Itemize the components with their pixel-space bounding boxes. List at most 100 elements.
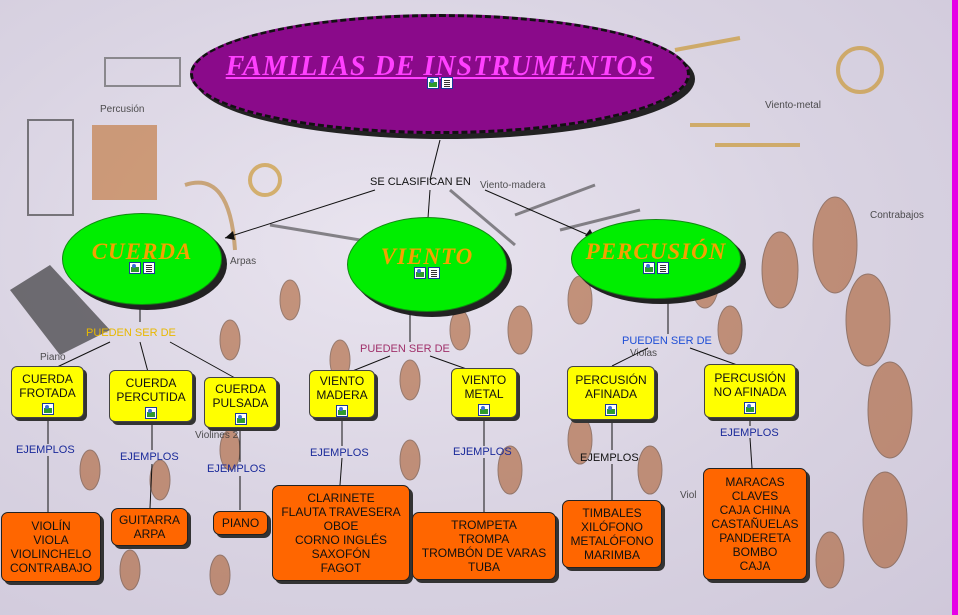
organ-shape bbox=[92, 125, 157, 200]
example-item: TIMBALES bbox=[582, 506, 642, 520]
subtype-cuerda-pulsada[interactable]: CUERDA PULSADA bbox=[204, 377, 277, 428]
label-se-clasifican-en: SE CLASIFICAN EN bbox=[370, 176, 471, 188]
image-icon[interactable] bbox=[145, 406, 157, 419]
image-icon[interactable] bbox=[478, 403, 490, 416]
examples-cuerda-percutida[interactable]: GUITARRA ARPA bbox=[111, 508, 188, 546]
connector bbox=[349, 355, 391, 373]
label-pueden-ser-de-viento: PUEDEN SER DE bbox=[360, 343, 450, 355]
image-icon[interactable] bbox=[744, 401, 756, 414]
example-item: FAGOT bbox=[320, 561, 362, 575]
example-item: VIOLINCHELO bbox=[10, 547, 92, 561]
bg-label-violas: Violas bbox=[630, 348, 657, 359]
violin-shape bbox=[845, 273, 891, 367]
violin-shape bbox=[717, 305, 743, 355]
violin-shape bbox=[119, 549, 141, 591]
image-icon[interactable] bbox=[336, 404, 348, 417]
trumpet-shape bbox=[674, 36, 741, 52]
family-cuerda-node[interactable]: CUERDA bbox=[62, 213, 222, 305]
example-item: FLAUTA TRAVESERA bbox=[281, 505, 401, 519]
chimes-shape bbox=[27, 119, 74, 216]
family-percusion-node[interactable]: PERCUSIÓN bbox=[571, 219, 741, 299]
example-item: CORNO INGLÉS bbox=[294, 533, 387, 547]
example-item: XILÓFONO bbox=[580, 520, 643, 534]
woodwind-shape bbox=[449, 188, 516, 247]
violin-shape bbox=[862, 471, 908, 569]
image-icon[interactable] bbox=[414, 267, 426, 279]
example-item: TUBA bbox=[467, 560, 500, 574]
document-icon[interactable] bbox=[143, 261, 155, 274]
violin-shape bbox=[79, 449, 101, 491]
title-text: FAMILIAS DE INSTRUMENTOS bbox=[225, 50, 655, 82]
bg-label-violines-2: Violines 2 bbox=[195, 430, 239, 441]
example-item: PIANO bbox=[221, 516, 260, 530]
violin-shape bbox=[399, 359, 421, 401]
family-percusion-text: PERCUSIÓN bbox=[585, 238, 727, 264]
subtype-cuerda-frotada[interactable]: CUERDA FROTADA bbox=[11, 366, 84, 418]
subtype-viento-metal[interactable]: VIENTO METAL bbox=[451, 368, 517, 418]
example-item: CONTRABAJO bbox=[9, 561, 92, 575]
bg-label-percusion: Percusión bbox=[100, 104, 144, 115]
document-icon[interactable] bbox=[441, 76, 453, 89]
violin-shape bbox=[507, 305, 533, 355]
violin-shape bbox=[399, 439, 421, 481]
examples-viento-madera[interactable]: CLARINETE FLAUTA TRAVESERA OBOE CORNO IN… bbox=[272, 485, 410, 581]
example-item: OBOE bbox=[323, 519, 359, 533]
example-item: GUITARRA bbox=[118, 513, 181, 527]
label-ejemplos-metal: EJEMPLOS bbox=[453, 446, 512, 458]
example-item: PANDERETA bbox=[719, 531, 791, 545]
subtype-cuerda-frotada-text: CUERDA FROTADA bbox=[19, 371, 76, 400]
label-ejemplos-pulsada: EJEMPLOS bbox=[207, 463, 266, 475]
image-icon[interactable] bbox=[234, 413, 247, 425]
connector bbox=[139, 341, 149, 373]
example-item: TROMPETA bbox=[451, 518, 517, 532]
example-item: MARIMBA bbox=[583, 548, 640, 562]
document-icon[interactable] bbox=[428, 267, 440, 279]
image-icon[interactable] bbox=[129, 261, 141, 274]
examples-percusion-afinada[interactable]: TIMBALES XILÓFONO METALÓFONO MARIMBA bbox=[562, 500, 662, 568]
violin-shape bbox=[761, 231, 799, 309]
family-viento-node[interactable]: VIENTO bbox=[347, 217, 507, 312]
subtype-percusion-no-afinada[interactable]: PERCUSIÓN NO AFINADA bbox=[704, 364, 796, 418]
family-viento-text: VIENTO bbox=[380, 244, 474, 269]
right-edge-bar bbox=[952, 0, 958, 615]
label-pueden-ser-de-cuerda: PUEDEN SER DE bbox=[86, 327, 176, 339]
label-ejemplos-no-afinada: EJEMPLOS bbox=[720, 427, 779, 439]
violin-shape bbox=[219, 319, 241, 361]
example-item: TROMBÓN DE VARAS bbox=[421, 546, 547, 560]
example-item: SAXOFÓN bbox=[311, 547, 371, 561]
piano-shape bbox=[10, 265, 110, 355]
examples-cuerda-frotada[interactable]: VIOLÍN VIOLA VIOLINCHELO CONTRABAJO bbox=[1, 512, 101, 582]
example-item: TROMPA bbox=[458, 532, 510, 546]
bg-label-arpas: Arpas bbox=[230, 256, 256, 267]
subtype-cuerda-percutida[interactable]: CUERDA PERCUTIDA bbox=[109, 370, 193, 422]
image-icon[interactable] bbox=[427, 76, 439, 89]
example-item: VIOLA bbox=[33, 533, 69, 547]
violin-shape bbox=[812, 196, 858, 294]
image-icon[interactable] bbox=[41, 402, 54, 415]
example-item: ARPA bbox=[133, 527, 166, 541]
family-cuerda-text: CUERDA bbox=[91, 238, 193, 264]
xylophone-shape bbox=[104, 57, 181, 87]
examples-cuerda-pulsada[interactable]: PIANO bbox=[213, 511, 268, 535]
subtype-viento-madera-text: VIENTO MADERA bbox=[316, 373, 368, 402]
examples-viento-metal[interactable]: TROMPETA TROMPA TROMBÓN DE VARAS TUBA bbox=[412, 512, 556, 580]
connector bbox=[427, 189, 431, 219]
connector bbox=[169, 341, 236, 379]
woodwind-shape bbox=[269, 223, 361, 242]
title-node[interactable]: FAMILIAS DE INSTRUMENTOS bbox=[190, 14, 690, 134]
violin-shape bbox=[209, 554, 231, 596]
violin-shape bbox=[449, 309, 471, 351]
image-icon[interactable] bbox=[643, 261, 655, 274]
violin-shape bbox=[867, 361, 913, 459]
subtype-percusion-afinada[interactable]: PERCUSIÓN AFINADA bbox=[567, 366, 655, 420]
subtype-viento-madera[interactable]: VIENTO MADERA bbox=[309, 370, 375, 418]
bg-label-viento-metal: Viento-metal bbox=[765, 100, 821, 111]
examples-percusion-no-afinada[interactable]: MARACAS CLAVES CAJA CHINA CASTAÑUELAS PA… bbox=[703, 468, 807, 580]
violin-shape bbox=[279, 279, 301, 321]
woodwind-shape bbox=[514, 183, 596, 217]
document-icon[interactable] bbox=[657, 261, 669, 274]
image-icon[interactable] bbox=[605, 403, 617, 416]
label-ejemplos-madera: EJEMPLOS bbox=[310, 447, 369, 459]
